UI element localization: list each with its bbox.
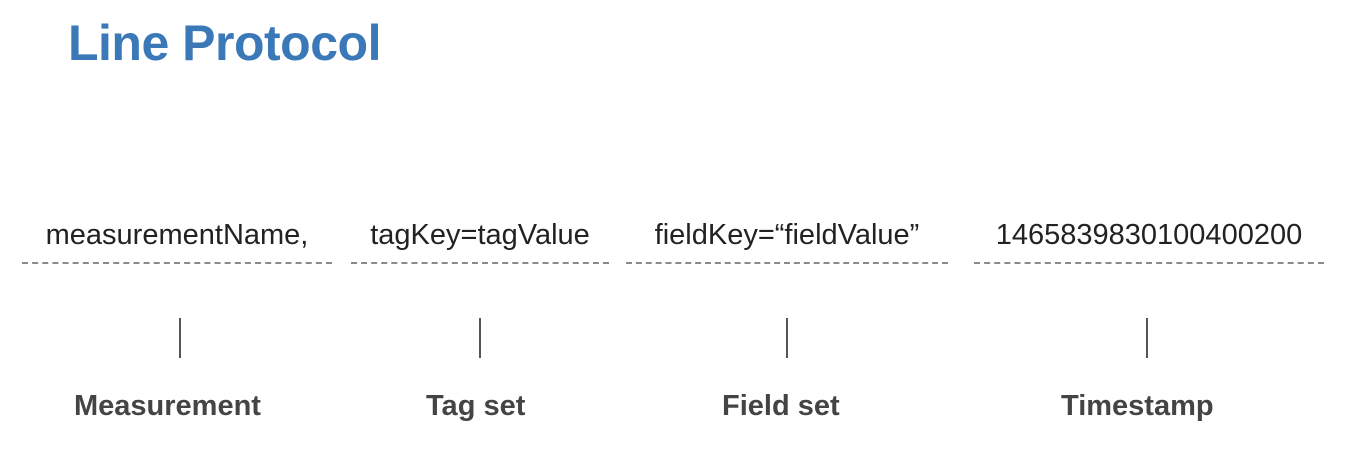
tag-set-code: tagKey=tagValue xyxy=(370,219,590,251)
tag-set-label: Tag set xyxy=(426,390,526,422)
timestamp-segment: 1465839830100400200 Timestamp xyxy=(974,212,1324,422)
field-set-label: Field set xyxy=(722,390,840,422)
timestamp-connector xyxy=(1146,318,1148,358)
measurement-code: measurementName, xyxy=(45,219,309,251)
tag-set-underline xyxy=(351,262,609,264)
timestamp-code: 1465839830100400200 xyxy=(995,219,1303,251)
measurement-segment: measurementName, Measurement xyxy=(22,212,332,422)
field-set-code: fieldKey=“fieldValue” xyxy=(654,219,920,251)
field-set-segment: fieldKey=“fieldValue” Field set xyxy=(626,212,948,422)
field-set-underline xyxy=(626,262,948,264)
slide-title: Line Protocol xyxy=(68,15,381,71)
timestamp-underline xyxy=(974,262,1324,264)
measurement-label: Measurement xyxy=(74,390,261,422)
measurement-connector xyxy=(179,318,181,358)
timestamp-label: Timestamp xyxy=(1061,390,1214,422)
tag-set-connector xyxy=(479,318,481,358)
field-set-connector xyxy=(786,318,788,358)
tag-set-segment: tagKey=tagValue Tag set xyxy=(351,212,609,422)
measurement-underline xyxy=(22,262,332,264)
